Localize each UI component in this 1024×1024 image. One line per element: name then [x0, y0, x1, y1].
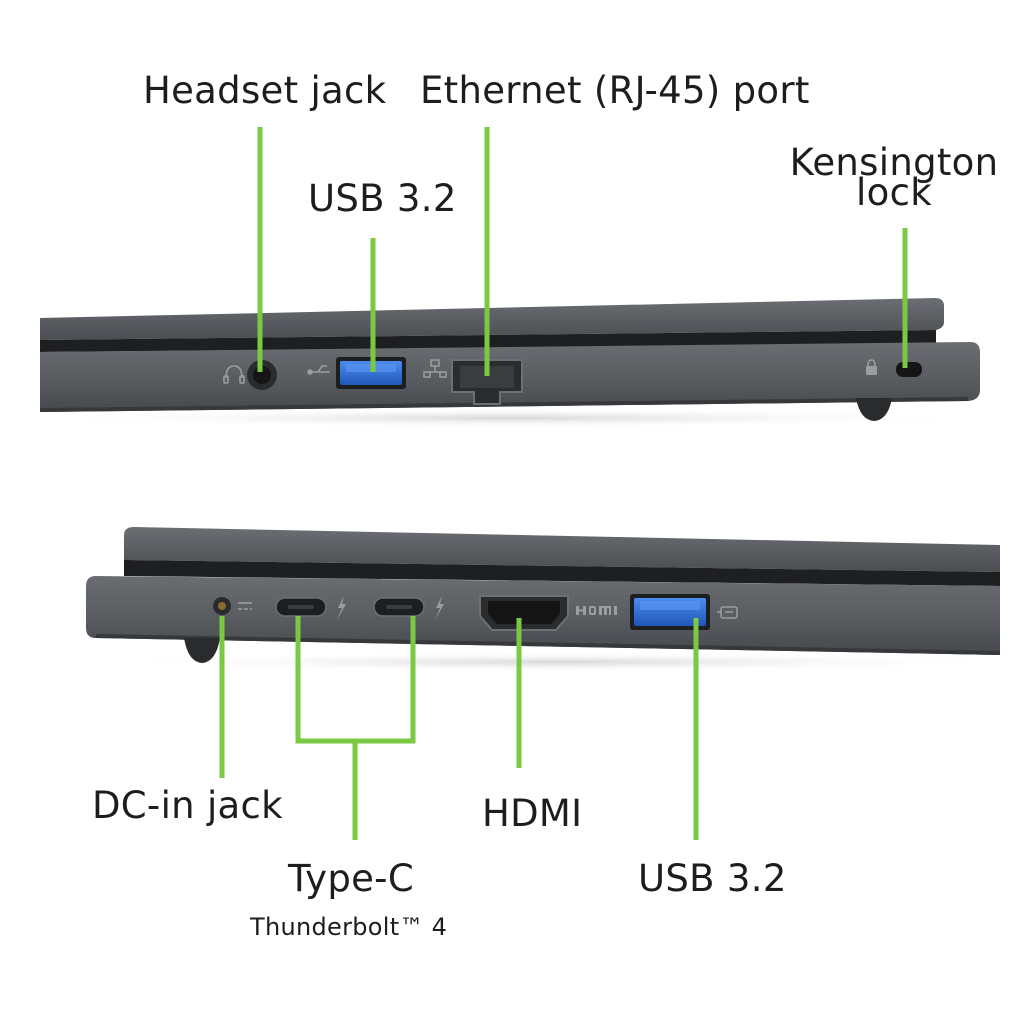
- usb-symbol-icon: [307, 365, 330, 375]
- dc-in-port: [213, 597, 231, 615]
- headset-jack-port: [247, 360, 277, 390]
- ethernet-port: [451, 359, 523, 405]
- type-c-port-2: [373, 597, 425, 617]
- bottom-laptop-shadow: [100, 652, 1020, 672]
- label-kensington-lock: Kensington lock: [788, 141, 1000, 214]
- label-ethernet-port: Ethernet (RJ-45) port: [420, 69, 810, 112]
- bottom-callouts: [219, 616, 699, 840]
- label-dc-in-jack: DC-in jack: [92, 784, 283, 827]
- thunderbolt-icon: [337, 596, 346, 620]
- label-kensington-line1: Kensington: [789, 141, 999, 184]
- label-headset-jack: Headset jack: [143, 69, 387, 112]
- type-c-port-1: [275, 597, 327, 617]
- label-kensington-line2: lock: [856, 171, 932, 214]
- dc-power-icon: [238, 602, 252, 610]
- top-callouts: [257, 127, 908, 376]
- network-icon: [423, 359, 447, 378]
- hdmi-logo: [576, 606, 617, 615]
- top-laptop: [30, 298, 990, 428]
- kensington-lock-slot: [896, 362, 922, 377]
- top-laptop-shadow: [30, 408, 990, 428]
- usb-power-icon: [717, 606, 738, 619]
- top-laptop-foot: [856, 398, 892, 421]
- usb-a-port-bottom: [630, 594, 710, 630]
- bottom-laptop-lid: [124, 527, 1000, 572]
- top-laptop-lid: [40, 298, 944, 340]
- lock-icon: [866, 359, 877, 375]
- label-thunderbolt: Thunderbolt™ 4: [250, 913, 448, 941]
- label-type-c: Type-C: [288, 857, 414, 900]
- label-usb-top: USB 3.2: [308, 177, 457, 220]
- hdmi-port: [479, 595, 569, 631]
- label-usb-bottom: USB 3.2: [638, 857, 787, 900]
- bottom-laptop-foot: [184, 638, 220, 663]
- thunderbolt-icon: [435, 596, 444, 620]
- bottom-laptop-seam: [124, 560, 1000, 586]
- label-hdmi: HDMI: [482, 792, 583, 835]
- bottom-laptop: [86, 527, 1020, 672]
- headset-icon: [223, 365, 245, 384]
